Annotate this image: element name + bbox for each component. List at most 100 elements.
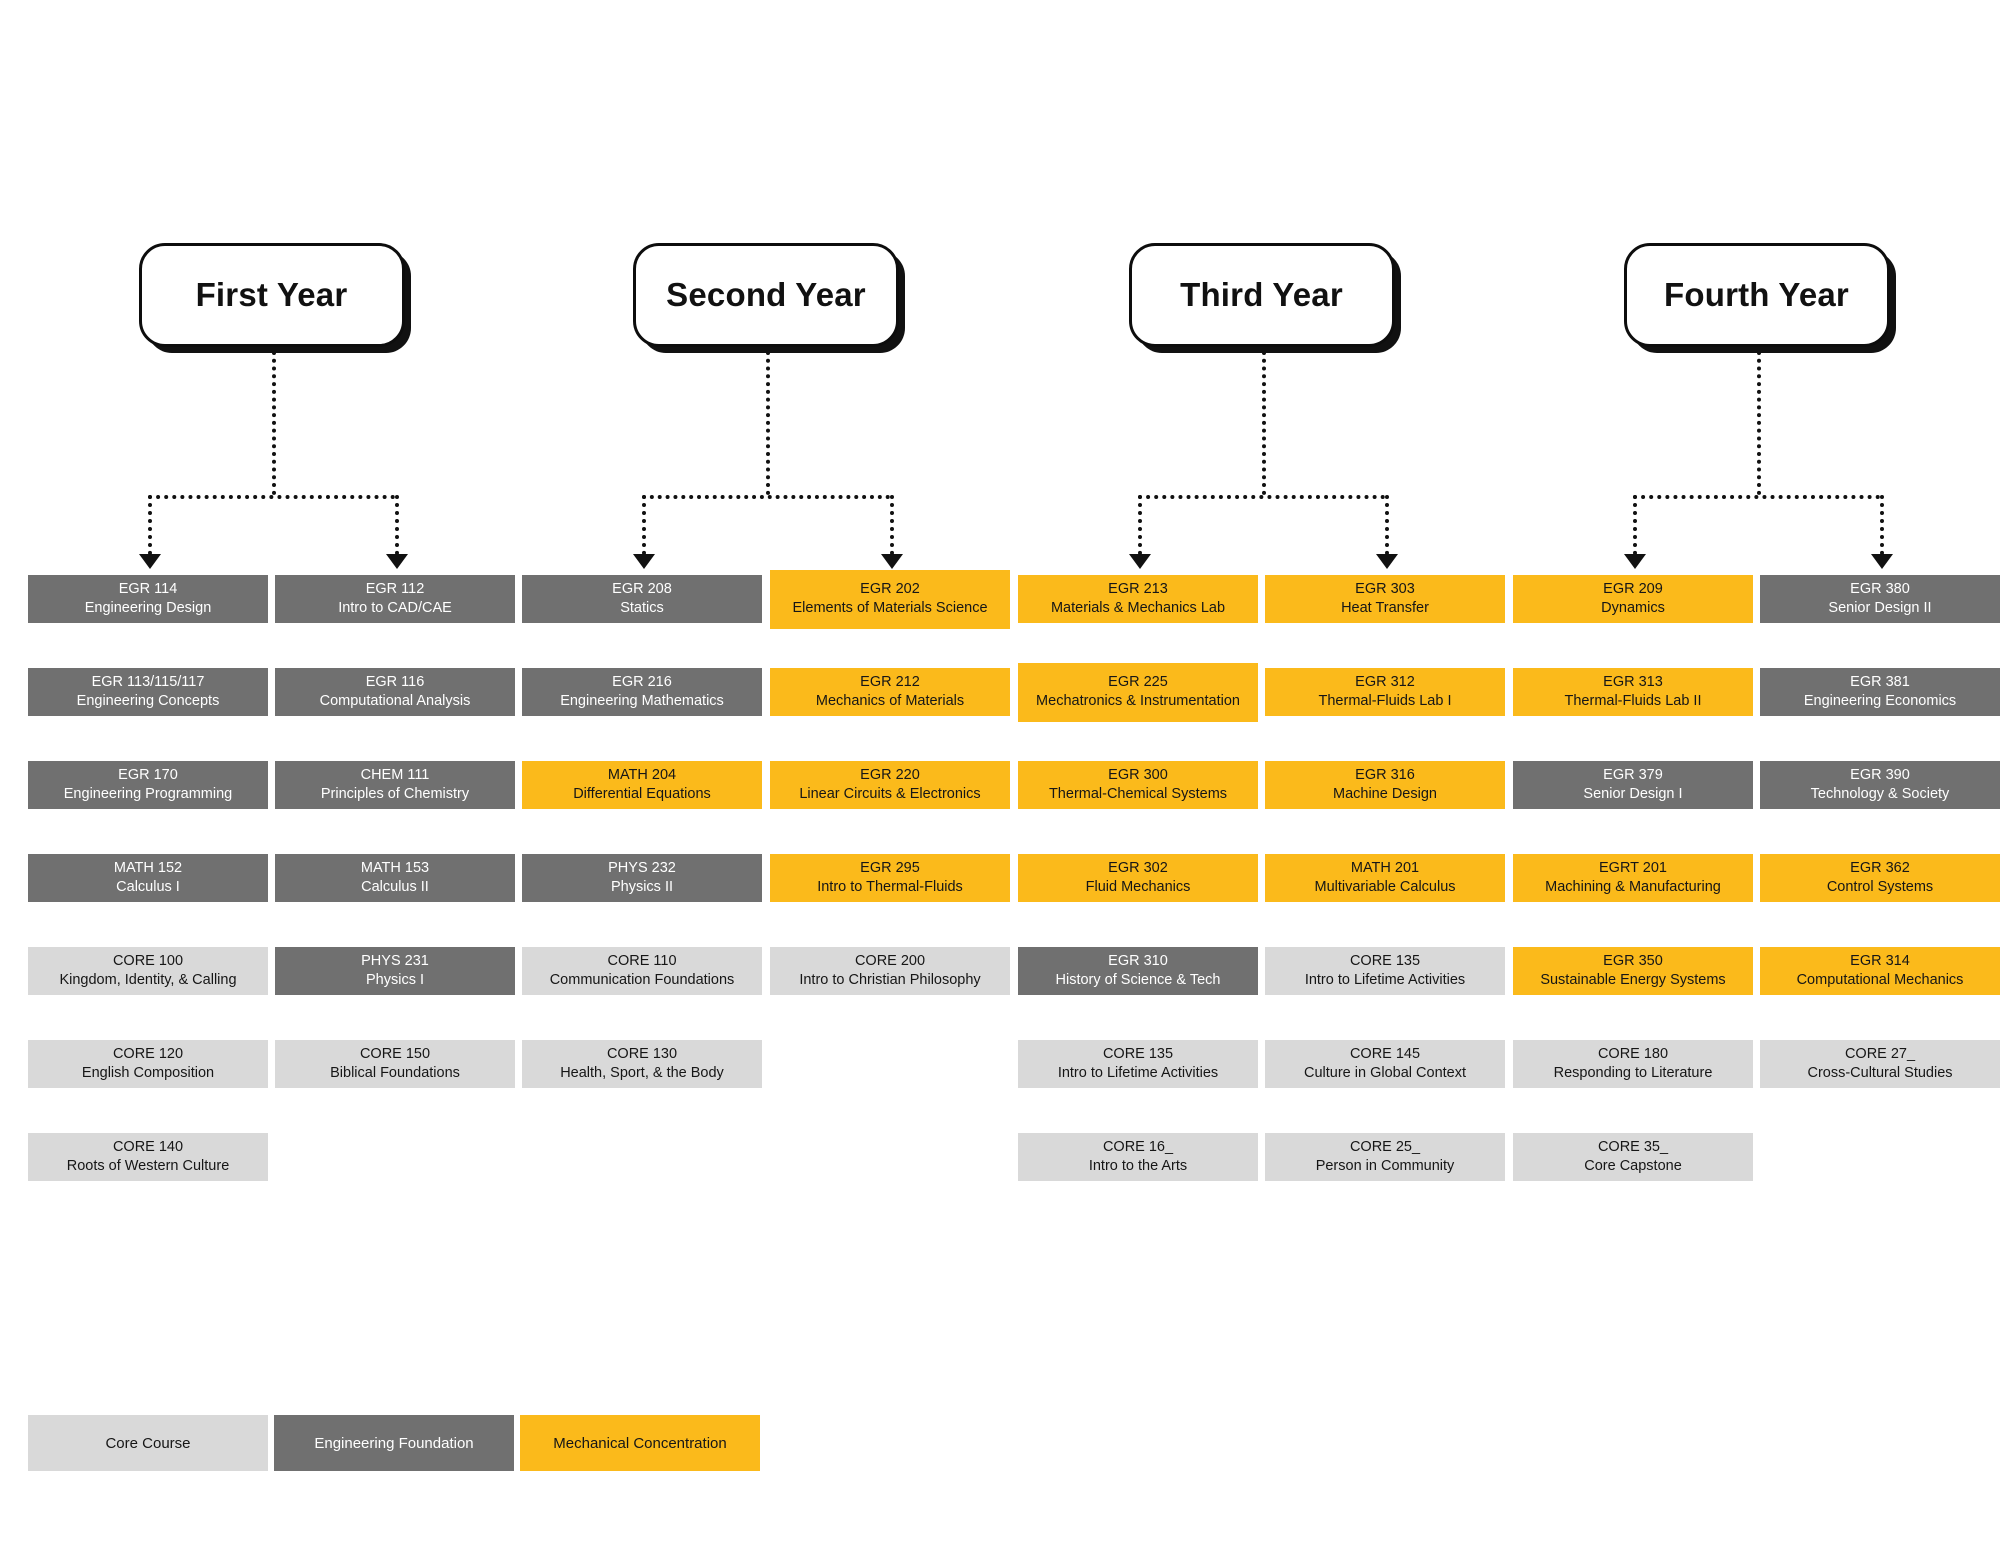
- course-code: CORE 145: [1349, 1046, 1421, 1063]
- course-code: CORE 25_: [1349, 1139, 1421, 1156]
- course-code: CHEM 111: [360, 767, 430, 784]
- course-box[interactable]: CORE 25_ Person in Community: [1265, 1133, 1505, 1181]
- connector-arrow-icon: [386, 554, 408, 569]
- course-title: Person in Community: [1315, 1158, 1455, 1174]
- course-title: Materials & Mechanics Lab: [1050, 600, 1226, 616]
- course-code: CORE 135: [1349, 953, 1421, 970]
- course-code: EGR 303: [1355, 581, 1415, 598]
- legend-item-concentration: Mechanical Concentration: [520, 1415, 760, 1471]
- connector-drop: [890, 495, 894, 555]
- course-title: Multivariable Calculus: [1314, 879, 1456, 895]
- connector-drop: [395, 495, 399, 555]
- course-code: EGR 381: [1850, 674, 1910, 691]
- course-box[interactable]: CORE 35_Core Capstone: [1513, 1133, 1753, 1181]
- course-code: EGR 220: [860, 767, 920, 784]
- year-header-2: Second Year: [633, 243, 899, 347]
- connector-bar: [1138, 495, 1385, 499]
- course-title: English Composition: [81, 1065, 215, 1081]
- course-title: Intro to CAD/CAE: [338, 600, 452, 616]
- connector-stem: [271, 351, 276, 495]
- connector-bar: [148, 495, 395, 499]
- course-title: Fluid Mechanics: [1085, 879, 1191, 895]
- course-title: Differential Equations: [573, 786, 711, 802]
- course-code: CORE 120: [112, 1046, 184, 1063]
- course-code: CORE 27_: [1844, 1046, 1916, 1063]
- connector-arrow-icon: [881, 554, 903, 569]
- course-title: Core Capstone: [1584, 1158, 1682, 1174]
- course-title: Technology & Society: [1810, 786, 1950, 802]
- course-code: MATH 201: [1350, 860, 1420, 877]
- connector-drop: [1880, 495, 1884, 555]
- course-code: EGR 390: [1850, 767, 1910, 784]
- course-title: Heat Transfer: [1341, 600, 1429, 616]
- course-code: EGR 208: [612, 581, 672, 598]
- course-title: Engineering Design: [84, 600, 212, 616]
- course-code: EGR 316: [1355, 767, 1415, 784]
- course-box[interactable]: CORE 27_Cross-Cultural Studies: [1760, 1040, 2000, 1088]
- year-header-label: First Year: [195, 276, 348, 313]
- year-header-4: Fourth Year: [1623, 243, 1890, 347]
- course-title: Mechanics of Materials: [815, 693, 965, 709]
- course-code: CORE 150: [359, 1046, 431, 1063]
- legend-item-label: Core Course: [105, 1434, 191, 1452]
- connector-drop: [642, 495, 646, 555]
- course-box[interactable]: CORE 16_Intro to the Arts: [1018, 1133, 1258, 1181]
- course-title: Engineering Economics: [1803, 693, 1957, 709]
- legend-item-label: Mechanical Concentration: [553, 1434, 727, 1452]
- course-code: EGR 380: [1850, 581, 1910, 598]
- course-title: Thermal-Fluids Lab I: [1318, 693, 1452, 709]
- connector-stem: [1756, 351, 1761, 495]
- course-code: CORE 100: [112, 953, 184, 970]
- course-code: EGR 314: [1850, 953, 1910, 970]
- course-title: Machine Design: [1333, 786, 1437, 802]
